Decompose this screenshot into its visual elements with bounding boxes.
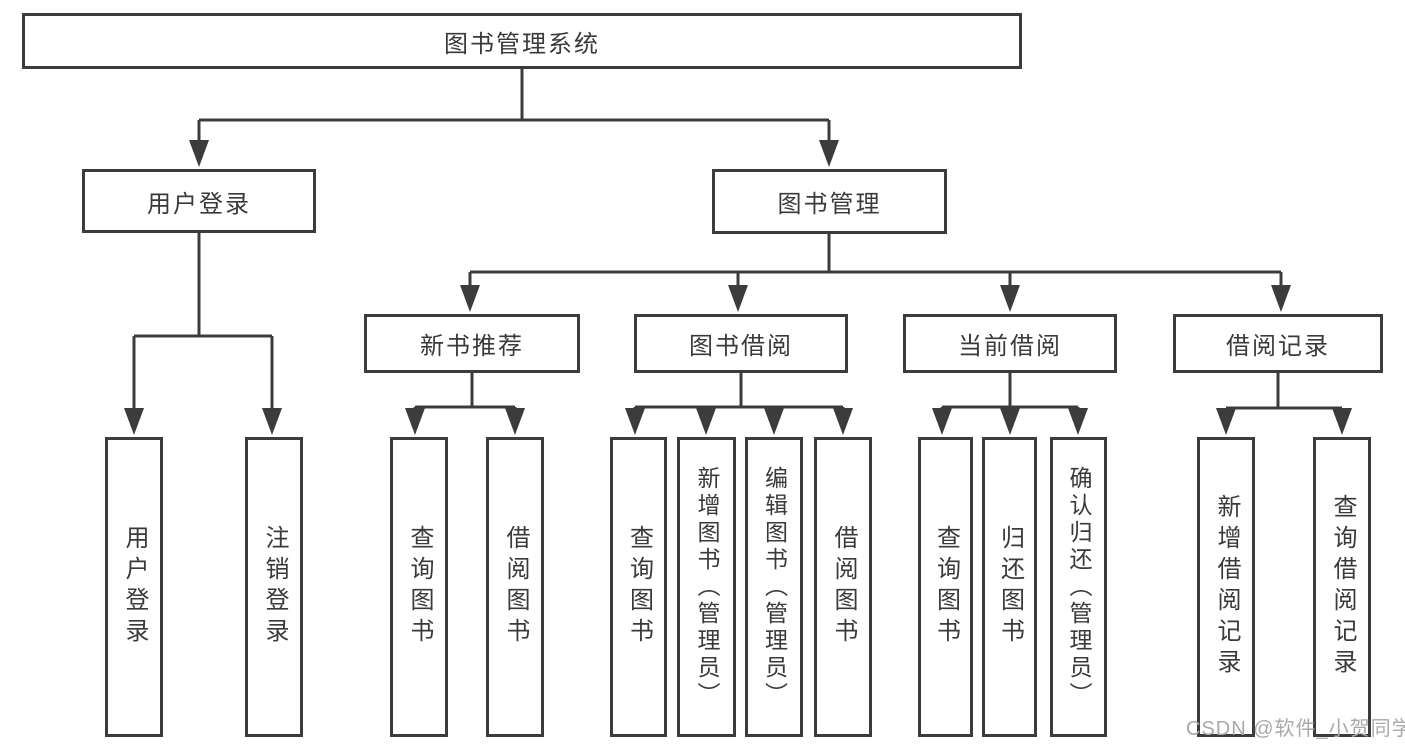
- leaf-confirm-return-admin-label: 确认归还（管理员）: [1066, 465, 1092, 709]
- connector-book-borrow-tree: [633, 373, 845, 414]
- leaf-query-book-1-label: 查询图书: [406, 525, 433, 649]
- leaf-user-login-label: 用户登录: [121, 525, 148, 649]
- leaf-borrow-book-1-label: 借阅图书: [502, 525, 529, 649]
- node-root-label: 图书管理系统: [444, 30, 600, 58]
- watermark: CSDN @软件_小贺同学: [1186, 718, 1405, 740]
- leaf-return-book-label: 归还图书: [996, 525, 1024, 649]
- leaf-query-book-2-label: 查询图书: [625, 525, 653, 649]
- leaf-return-book: 归还图书: [982, 437, 1037, 737]
- leaf-add-borrow-record-label: 新增借阅记录: [1213, 494, 1240, 680]
- leaf-query-borrow-record-label: 查询借阅记录: [1329, 494, 1356, 680]
- leaf-add-book-admin: 新增图书（管理员）: [677, 437, 736, 737]
- node-borrow-record-label: 借阅记录: [1226, 333, 1330, 360]
- node-book-borrow-label: 图书借阅: [689, 333, 793, 360]
- connector-book-mgmt-tree: [468, 234, 1283, 291]
- node-borrow-record: 借阅记录: [1173, 314, 1383, 373]
- node-new-book-recommend: 新书推荐: [364, 314, 580, 373]
- node-book-borrow: 图书借阅: [634, 314, 848, 373]
- leaf-add-book-admin-label: 新增图书（管理员）: [694, 465, 720, 709]
- connector-new-book-tree: [413, 373, 517, 414]
- leaf-user-login: 用户登录: [105, 437, 163, 737]
- node-book-mgmt: 图书管理: [712, 169, 947, 234]
- connector-current-borrow-tree: [940, 373, 1080, 414]
- leaf-query-book-2: 查询图书: [610, 437, 667, 737]
- leaf-borrow-book-2: 借阅图书: [814, 437, 872, 737]
- leaf-add-borrow-record: 新增借阅记录: [1197, 437, 1255, 737]
- connector-root-tree: [197, 69, 831, 146]
- connector-user-login-tree: [132, 233, 274, 414]
- leaf-query-book-3-label: 查询图书: [932, 525, 960, 649]
- leaf-query-book-3: 查询图书: [918, 437, 973, 737]
- node-book-mgmt-label: 图书管理: [777, 191, 882, 218]
- node-current-borrow: 当前借阅: [903, 314, 1117, 373]
- node-current-borrow-label: 当前借阅: [958, 333, 1062, 360]
- leaf-confirm-return-admin: 确认归还（管理员）: [1050, 437, 1107, 737]
- arrowheads: [124, 140, 1352, 435]
- node-user-login-label: 用户登录: [147, 190, 251, 218]
- leaf-borrow-book-1: 借阅图书: [486, 437, 544, 737]
- node-new-book-recommend-label: 新书推荐: [420, 333, 524, 360]
- leaf-edit-book-admin: 编辑图书（管理员）: [745, 437, 803, 737]
- leaf-query-borrow-record: 查询借阅记录: [1313, 437, 1371, 737]
- node-user-login: 用户登录: [82, 169, 316, 233]
- connector-borrow-record-tree: [1224, 373, 1344, 414]
- leaf-borrow-book-2-label: 借阅图书: [830, 525, 857, 649]
- node-root: 图书管理系统: [22, 13, 1022, 69]
- leaf-logout: 注销登录: [245, 437, 303, 737]
- leaf-edit-book-admin-label: 编辑图书（管理员）: [761, 465, 788, 709]
- leaf-query-book-1: 查询图书: [390, 437, 448, 737]
- leaf-logout-label: 注销登录: [261, 525, 288, 649]
